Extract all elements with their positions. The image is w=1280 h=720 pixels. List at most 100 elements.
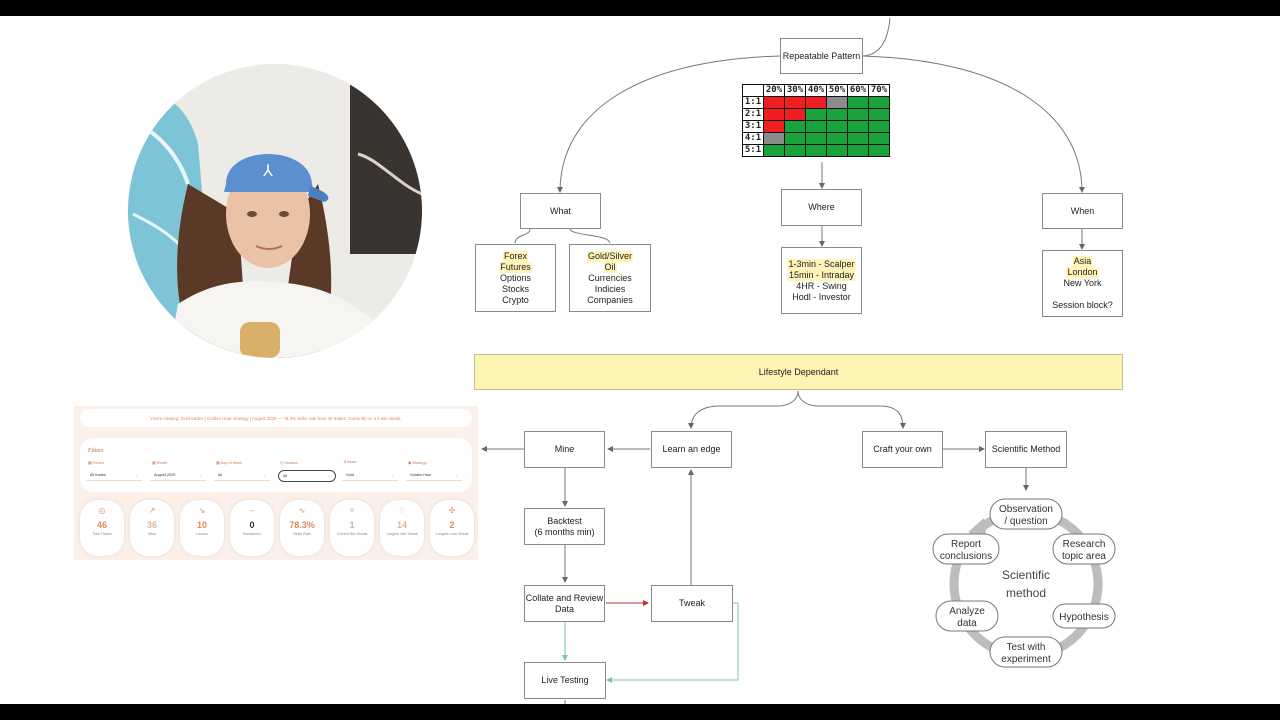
- grid-cell: [827, 133, 848, 145]
- svg-text:⅄: ⅄: [262, 163, 273, 180]
- grid-cell: [869, 133, 890, 145]
- markets-right-item: Gold/Silver: [587, 251, 633, 262]
- grid-corner: [743, 85, 764, 97]
- stat-label: Breakeven: [231, 532, 273, 536]
- collate-node: Collate and Review Data: [524, 585, 605, 622]
- stat-label: Longest Loss Streak: [431, 532, 473, 536]
- stat-label: Current Win Streak: [331, 532, 373, 536]
- filter-select[interactable]: All ⌄: [278, 470, 336, 482]
- timeframes-item: 1-3min - Scalper: [787, 259, 855, 270]
- filter-label: ▦ Period: [88, 460, 104, 465]
- stat-value: 14: [380, 520, 424, 530]
- grid-column-header: 50%: [827, 85, 848, 97]
- tweak-node: Tweak: [651, 585, 733, 622]
- grid-cell: [827, 109, 848, 121]
- sessions-item: [1081, 289, 1084, 300]
- markets-left-node: ForexFuturesOptionsStocksCrypto: [475, 244, 556, 312]
- grid-cell: [785, 97, 806, 109]
- letterbox-bottom: [0, 704, 1280, 720]
- filter-label: ◉ Strategy: [408, 460, 427, 465]
- filter-select[interactable]: Golden Hour⌄: [406, 470, 462, 481]
- scientific-cycle: Scientific method Observation/ questionR…: [933, 499, 1115, 667]
- grid-cell: [806, 97, 827, 109]
- grid-cell: [869, 109, 890, 121]
- filter-value: All: [214, 473, 222, 477]
- timeframes-item: 4HR - Swing: [796, 281, 847, 292]
- cycle-step-label: Test with: [1007, 642, 1046, 653]
- sessions-item: London: [1066, 267, 1098, 278]
- stat-icon: ✧: [330, 506, 374, 515]
- markets-left-item: Crypto: [502, 295, 529, 306]
- stat-card: ∿78.3%Strike Rate: [280, 500, 324, 556]
- timeframes-item: Hodl - Investor: [792, 292, 851, 303]
- timeframes-item: 15min - Intraday: [788, 270, 855, 281]
- backtest-line1: Backtest: [547, 516, 582, 527]
- filter-label-text: Session: [284, 461, 298, 465]
- stat-value: 36: [130, 520, 174, 530]
- grid-row-label: 2:1: [743, 109, 764, 121]
- stat-label: Strike Rate: [281, 532, 323, 536]
- grid-column-header: 20%: [764, 85, 785, 97]
- filter-value: All trades: [86, 473, 106, 477]
- cycle-step-label: Research: [1063, 539, 1106, 550]
- filter-value: All: [279, 474, 287, 478]
- stat-value: 2: [430, 520, 474, 530]
- filter-label: ▦ Day of Week: [216, 460, 242, 465]
- cycle-step-label: experiment: [1001, 654, 1051, 665]
- grid-cell: [848, 109, 869, 121]
- stat-icon: –: [230, 506, 274, 515]
- stat-label: Losses: [181, 532, 223, 536]
- stat-value: 0: [230, 520, 274, 530]
- collate-line2: Data: [555, 604, 574, 615]
- grid-cell: [785, 121, 806, 133]
- markets-left-item: Futures: [499, 262, 532, 273]
- grid-cell: [806, 145, 827, 157]
- chevron-down-icon: ⌄: [455, 470, 458, 480]
- grid-cell: [827, 121, 848, 133]
- filter-label: $ Asset: [344, 460, 356, 464]
- grid-row-label: 4:1: [743, 133, 764, 145]
- grid-cell: [785, 133, 806, 145]
- backtest-line2: (6 months min): [534, 527, 594, 538]
- filter-label-text: Month: [157, 461, 168, 465]
- stat-label: Total Trades: [81, 532, 123, 536]
- filter-select[interactable]: August 2025⌄: [150, 470, 206, 481]
- cycle-center-line2: method: [1006, 586, 1046, 600]
- sessions-item: Asia: [1073, 256, 1093, 267]
- cycle-step-label: Hypothesis: [1059, 612, 1108, 623]
- stat-icon: ↘: [180, 506, 224, 515]
- chevron-down-icon: ⌄: [328, 471, 331, 481]
- filter-label-text: Strategy: [412, 461, 426, 465]
- grid-cell: [869, 97, 890, 109]
- grid-cell: [848, 145, 869, 157]
- chevron-down-icon: ⌄: [391, 470, 394, 480]
- grid-cell: [869, 145, 890, 157]
- grid-cell: [785, 109, 806, 121]
- filter-select[interactable]: All trades ⌄: [86, 470, 142, 481]
- cycle-step-label: Observation: [999, 504, 1053, 515]
- filter-select[interactable]: All⌄: [214, 470, 270, 481]
- where-node: Where: [781, 189, 862, 226]
- filters-title: Filters: [88, 448, 103, 454]
- grid-row-label: 1:1: [743, 97, 764, 109]
- filter-select[interactable]: Gold⌄: [342, 470, 398, 481]
- dashboard-banner: You're viewing: Gold trades | Golden Hou…: [80, 409, 472, 427]
- filter-label-text: Asset: [347, 460, 357, 464]
- stat-card: ◎46Total Trades: [80, 500, 124, 556]
- trade-dashboard-screenshot: You're viewing: Gold trades | Golden Hou…: [74, 406, 478, 560]
- live-testing-node: Live Testing: [524, 662, 606, 699]
- lifestyle-dependant-band: Lifestyle Dependant: [474, 354, 1123, 390]
- grid-cell: [785, 145, 806, 157]
- chevron-down-icon: ⌄: [135, 470, 138, 480]
- markets-left-item: Forex: [503, 251, 528, 262]
- learn-edge-node: Learn an edge: [651, 431, 732, 468]
- filter-label: ▦ Month: [152, 460, 167, 465]
- grid-cell: [764, 133, 785, 145]
- grid-column-header: 30%: [785, 85, 806, 97]
- sessions-item: New York: [1063, 278, 1101, 289]
- stat-value: 78.3%: [280, 520, 324, 530]
